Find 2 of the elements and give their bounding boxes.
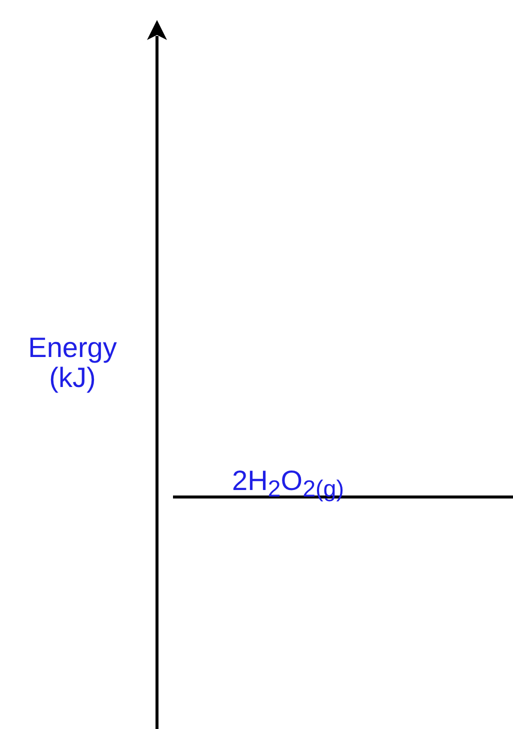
axis-label: Energy (kJ): [27, 333, 118, 393]
energy-level-label: 2H$_{2}$O$_{2(g)}$: [232, 466, 344, 504]
